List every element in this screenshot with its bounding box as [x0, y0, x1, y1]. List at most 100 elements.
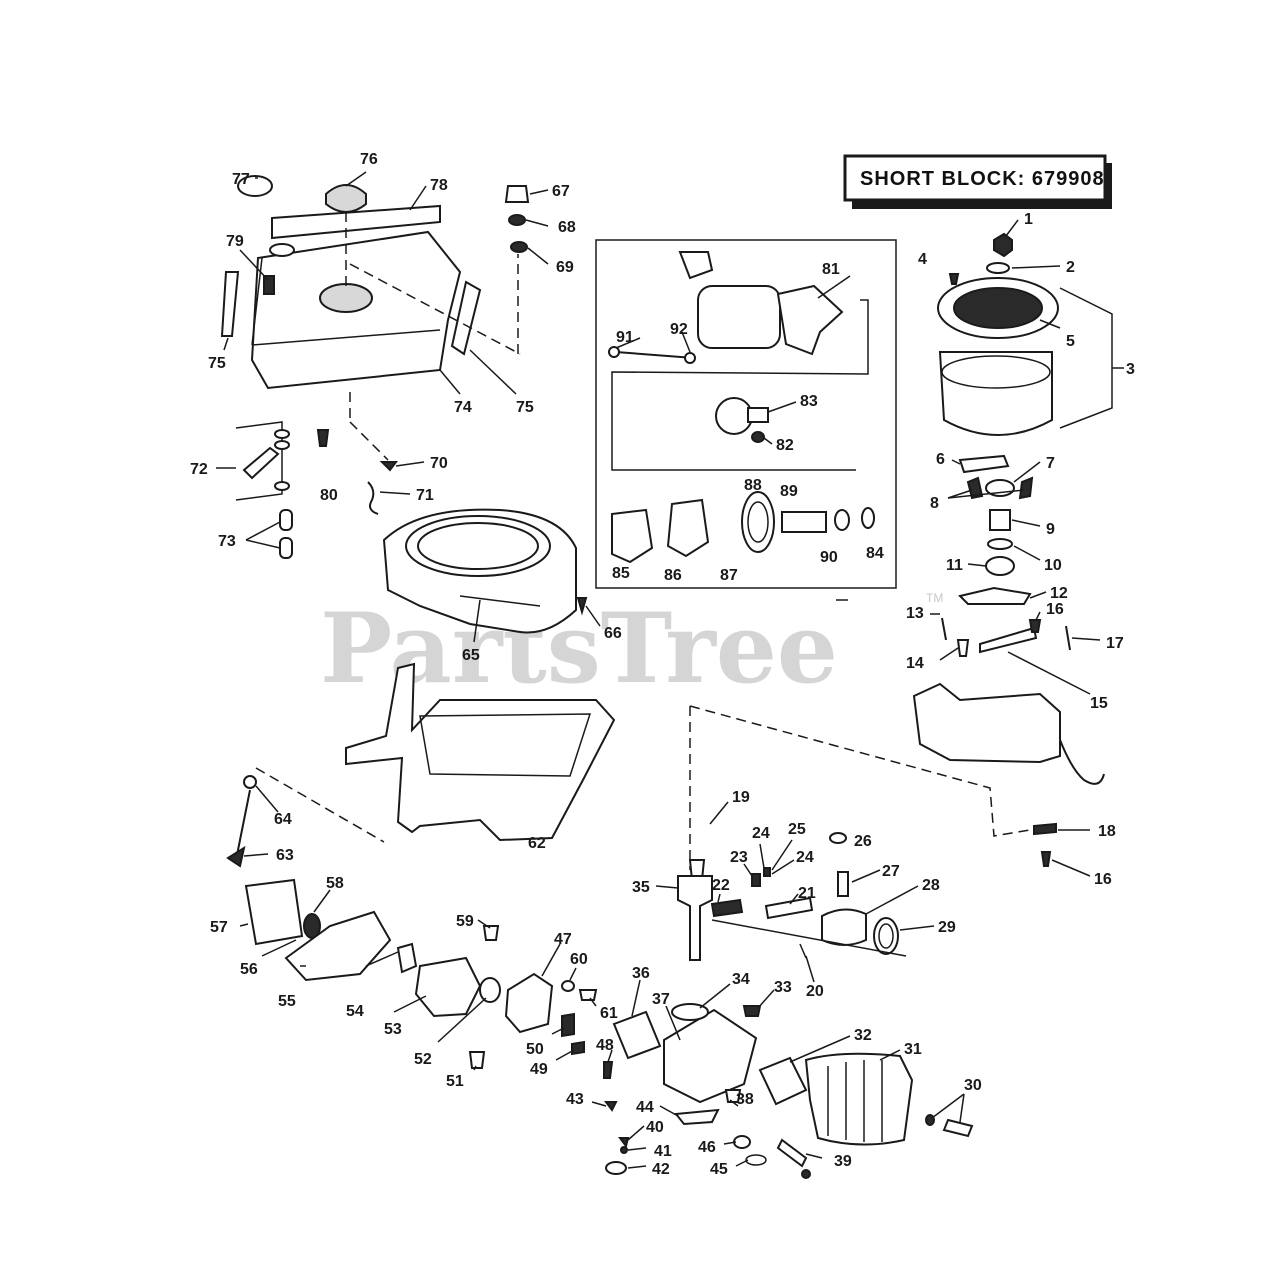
label-1: 1	[1024, 211, 1033, 228]
label-62: 62	[528, 835, 546, 852]
flywheel-group	[689, 232, 1113, 870]
label-27: 27	[882, 863, 900, 880]
label-83: 83	[800, 393, 818, 410]
strip-75-left	[220, 271, 240, 337]
label-74: 74	[454, 399, 472, 416]
label-76: 76	[360, 151, 378, 168]
seal-34	[671, 1003, 709, 1021]
label-58: 58	[326, 875, 344, 892]
label-89: 89	[780, 483, 798, 500]
label-6: 6	[936, 451, 945, 468]
screw-16a	[1028, 619, 1042, 633]
label-46: 46	[698, 1139, 716, 1156]
motor-body-81	[697, 285, 781, 349]
label-44: 44	[636, 1099, 654, 1116]
motor-wire	[678, 251, 714, 280]
gasket-32	[758, 1056, 808, 1106]
fuel-gauge	[263, 275, 275, 295]
spacer-52	[479, 977, 501, 1003]
label-10: 10	[1044, 557, 1062, 574]
rod-21	[764, 896, 814, 920]
rod-13	[941, 617, 947, 641]
label-84: 84	[866, 545, 884, 562]
label-18: 18	[1098, 823, 1116, 840]
label-59: 59	[456, 913, 474, 930]
label-14: 14	[906, 655, 924, 672]
filter-57	[244, 878, 304, 946]
label-26: 26	[854, 833, 872, 850]
spring-rod	[226, 767, 385, 868]
label-87: 87	[720, 567, 738, 584]
decal-78	[271, 204, 441, 240]
label-92: 92	[670, 321, 688, 338]
label-56: 56	[240, 961, 258, 978]
fuel-tank-group	[220, 175, 521, 461]
label-43: 43	[566, 1091, 584, 1108]
short-block-box: SHORT BLOCK: 679908	[843, 154, 1112, 209]
label-7: 7	[1046, 455, 1055, 472]
label-20: 20	[806, 983, 824, 1000]
airbox-55	[284, 910, 392, 982]
label-75a: 75	[208, 355, 226, 372]
pin-73b	[279, 537, 293, 559]
screw-66	[576, 597, 588, 616]
crankcase-37	[663, 1008, 758, 1104]
label-82: 82	[776, 437, 794, 454]
screw-14	[956, 639, 970, 657]
watermark-tm: TM	[926, 591, 943, 605]
fuel-neck	[319, 283, 373, 313]
label-75b: 75	[516, 399, 534, 416]
part-38	[724, 1089, 742, 1103]
short-block-text: SHORT BLOCK: 679908	[860, 168, 1105, 190]
clip-43	[604, 1101, 618, 1112]
part-labels: 1 2 3 4 5 6 7 8 9 10 11 12 13 14 15 16 1…	[190, 151, 1135, 1178]
label-86: 86	[664, 567, 682, 584]
label-41: 41	[654, 1143, 672, 1160]
label-15: 15	[1090, 695, 1108, 712]
clip-26	[829, 832, 847, 844]
clip-23	[751, 873, 761, 887]
label-88: 88	[744, 477, 762, 494]
pin-73a	[279, 509, 293, 531]
label-45: 45	[710, 1161, 728, 1178]
label-80: 80	[320, 487, 338, 504]
clip-40	[618, 1137, 630, 1149]
carb-53	[414, 956, 482, 1018]
label-61: 61	[600, 1005, 618, 1022]
label-91: 91	[616, 329, 634, 346]
label-71: 71	[416, 487, 434, 504]
screw-61	[578, 989, 598, 1001]
label-63: 63	[276, 847, 294, 864]
label-5: 5	[1066, 333, 1075, 350]
ring-84	[861, 507, 875, 529]
screw-80	[316, 429, 330, 447]
label-47: 47	[554, 931, 572, 948]
label-72: 72	[190, 461, 208, 478]
label-52: 52	[414, 1051, 432, 1068]
small-parts-left	[235, 421, 398, 559]
link-15	[979, 626, 1038, 654]
fuel-cap	[325, 184, 367, 213]
label-19: 19	[732, 789, 750, 806]
washer-10	[987, 538, 1013, 550]
label-21: 21	[798, 885, 816, 902]
screw-16b	[1040, 851, 1052, 867]
label-13: 13	[906, 605, 924, 622]
bearing-11	[985, 556, 1015, 576]
bracket-12	[958, 586, 1032, 605]
starter-motor-group	[608, 251, 875, 564]
flywheel-3	[938, 351, 1053, 436]
washer-92	[684, 352, 696, 364]
pawl-8a	[966, 476, 984, 500]
washer-90	[834, 509, 850, 531]
label-29: 29	[938, 919, 956, 936]
hose-71	[367, 481, 379, 515]
label-24b: 24	[796, 849, 814, 866]
clip-18	[1033, 822, 1057, 836]
label-79: 79	[226, 233, 244, 250]
label-51: 51	[446, 1073, 464, 1090]
connecting-rod-22	[710, 898, 744, 918]
washer-69	[510, 241, 528, 253]
cylinder-31	[804, 1052, 914, 1146]
